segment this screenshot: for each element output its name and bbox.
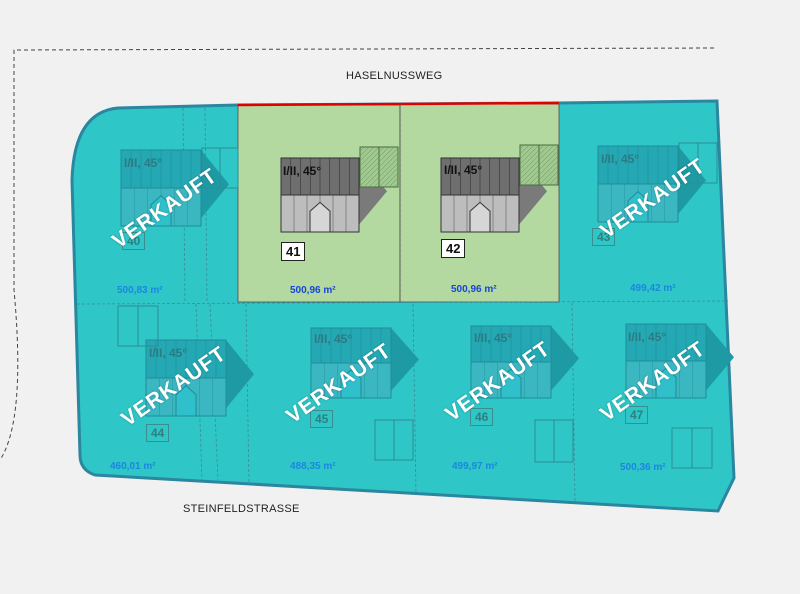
house-footprints — [117, 142, 734, 469]
garage-41-hatch — [359, 146, 390, 177]
house-40 — [120, 147, 239, 227]
garage-41-hatch — [388, 177, 399, 188]
street-name-north: HASELNUSSWEG — [346, 70, 443, 82]
lot-42-roof-spec: I/II, 45° — [444, 163, 483, 177]
garage-41-hatch — [368, 157, 399, 188]
lot-42-number[interactable]: 42 — [441, 239, 466, 258]
house-44-gable-shadow — [226, 340, 254, 409]
garage-42-hatch — [519, 145, 559, 185]
house-42 — [440, 144, 559, 233]
garage-41-hatch — [378, 167, 399, 188]
house-47-gable-shadow — [706, 324, 734, 391]
lot-40-number[interactable]: 40 — [122, 232, 146, 250]
garage-41-hatch — [359, 147, 399, 187]
garage-42-hatch — [519, 144, 535, 160]
house-46-gable-shadow — [551, 326, 579, 391]
development-area[interactable] — [70, 99, 736, 513]
garage-42-hatch — [519, 144, 540, 165]
parcel-boundary-dashed — [0, 47, 715, 461]
lot-41-area: 500,96 m² — [290, 285, 336, 296]
lot-47-number[interactable]: 47 — [625, 406, 649, 424]
house-43-entry — [627, 190, 649, 223]
garage-41-hatch — [359, 146, 395, 182]
garage-42-hatch — [553, 180, 559, 186]
house-45-gable-shadow — [391, 328, 419, 391]
house-46-entry — [500, 368, 522, 399]
garage-42-hatch — [519, 144, 555, 180]
lot-45-roof-spec: I/II, 45° — [314, 332, 353, 346]
house-44-entry — [175, 384, 197, 417]
garage-42-hatch — [519, 144, 545, 170]
lot-41-number[interactable]: 41 — [281, 242, 306, 261]
garage-41-hatch — [359, 146, 370, 157]
garage-42-hatch — [519, 144, 550, 175]
house-42-entry — [469, 201, 491, 233]
lot-46-area: 499,97 m² — [452, 461, 498, 472]
garage-42-hatch — [538, 165, 559, 186]
lot-40-area: 500,83 m² — [117, 285, 163, 296]
garage-41-hatch — [363, 152, 399, 188]
garage-42-hatch — [519, 144, 530, 155]
lot-40-roof-spec: I/II, 45° — [124, 156, 163, 170]
lot-44-number[interactable]: 44 — [146, 424, 170, 442]
house-45-entry — [340, 369, 362, 399]
house-47-entry — [655, 367, 677, 399]
lot-46-roof-spec: I/II, 45° — [474, 331, 513, 345]
garage-41-hatch — [359, 146, 365, 152]
house-44 — [117, 305, 254, 417]
lot-45-number[interactable]: 45 — [310, 410, 334, 428]
lot-47-roof-spec: I/II, 45° — [628, 330, 667, 344]
lot-43-roof-spec: I/II, 45° — [601, 152, 640, 166]
lot-46-number[interactable]: 46 — [470, 408, 494, 426]
lot-44-roof-spec: I/II, 45° — [149, 346, 188, 360]
lot-41-roof-spec: I/II, 45° — [283, 164, 322, 178]
house-40-entry — [150, 194, 172, 227]
garage-41-hatch — [359, 146, 375, 162]
garage-41-hatch — [393, 182, 399, 188]
street-frontage-line — [237, 101, 560, 107]
garage-42-hatch — [523, 150, 559, 186]
garage-42-hatch — [528, 155, 559, 186]
lot-45-area: 488,35 m² — [290, 461, 336, 472]
garage-41-hatch — [373, 162, 399, 188]
garage-42-hatch — [548, 175, 559, 186]
house-43-gable-shadow — [678, 146, 706, 215]
garage-42-hatch — [543, 170, 559, 186]
lot-44-area: 460,01 m² — [110, 461, 156, 472]
lot-43-number[interactable]: 43 — [592, 228, 616, 246]
house-41 — [280, 146, 399, 233]
lot-42-area: 500,96 m² — [451, 284, 497, 295]
garage-41-hatch — [359, 146, 385, 172]
house-41-entry — [309, 201, 331, 233]
lot-43-area: 499,42 m² — [630, 283, 676, 294]
street-name-south: STEINFELDSTRASSE — [183, 503, 300, 515]
house-45 — [310, 327, 419, 461]
garage-41-hatch — [359, 146, 380, 167]
house-43 — [597, 142, 718, 223]
garage-41-hatch — [383, 172, 399, 188]
lot-47-area: 500,36 m² — [620, 462, 666, 473]
garage-42-hatch — [533, 160, 559, 186]
house-46 — [470, 325, 579, 463]
house-40-gable-shadow — [201, 150, 229, 219]
garage-42-hatch — [519, 144, 525, 150]
house-47 — [625, 323, 734, 469]
